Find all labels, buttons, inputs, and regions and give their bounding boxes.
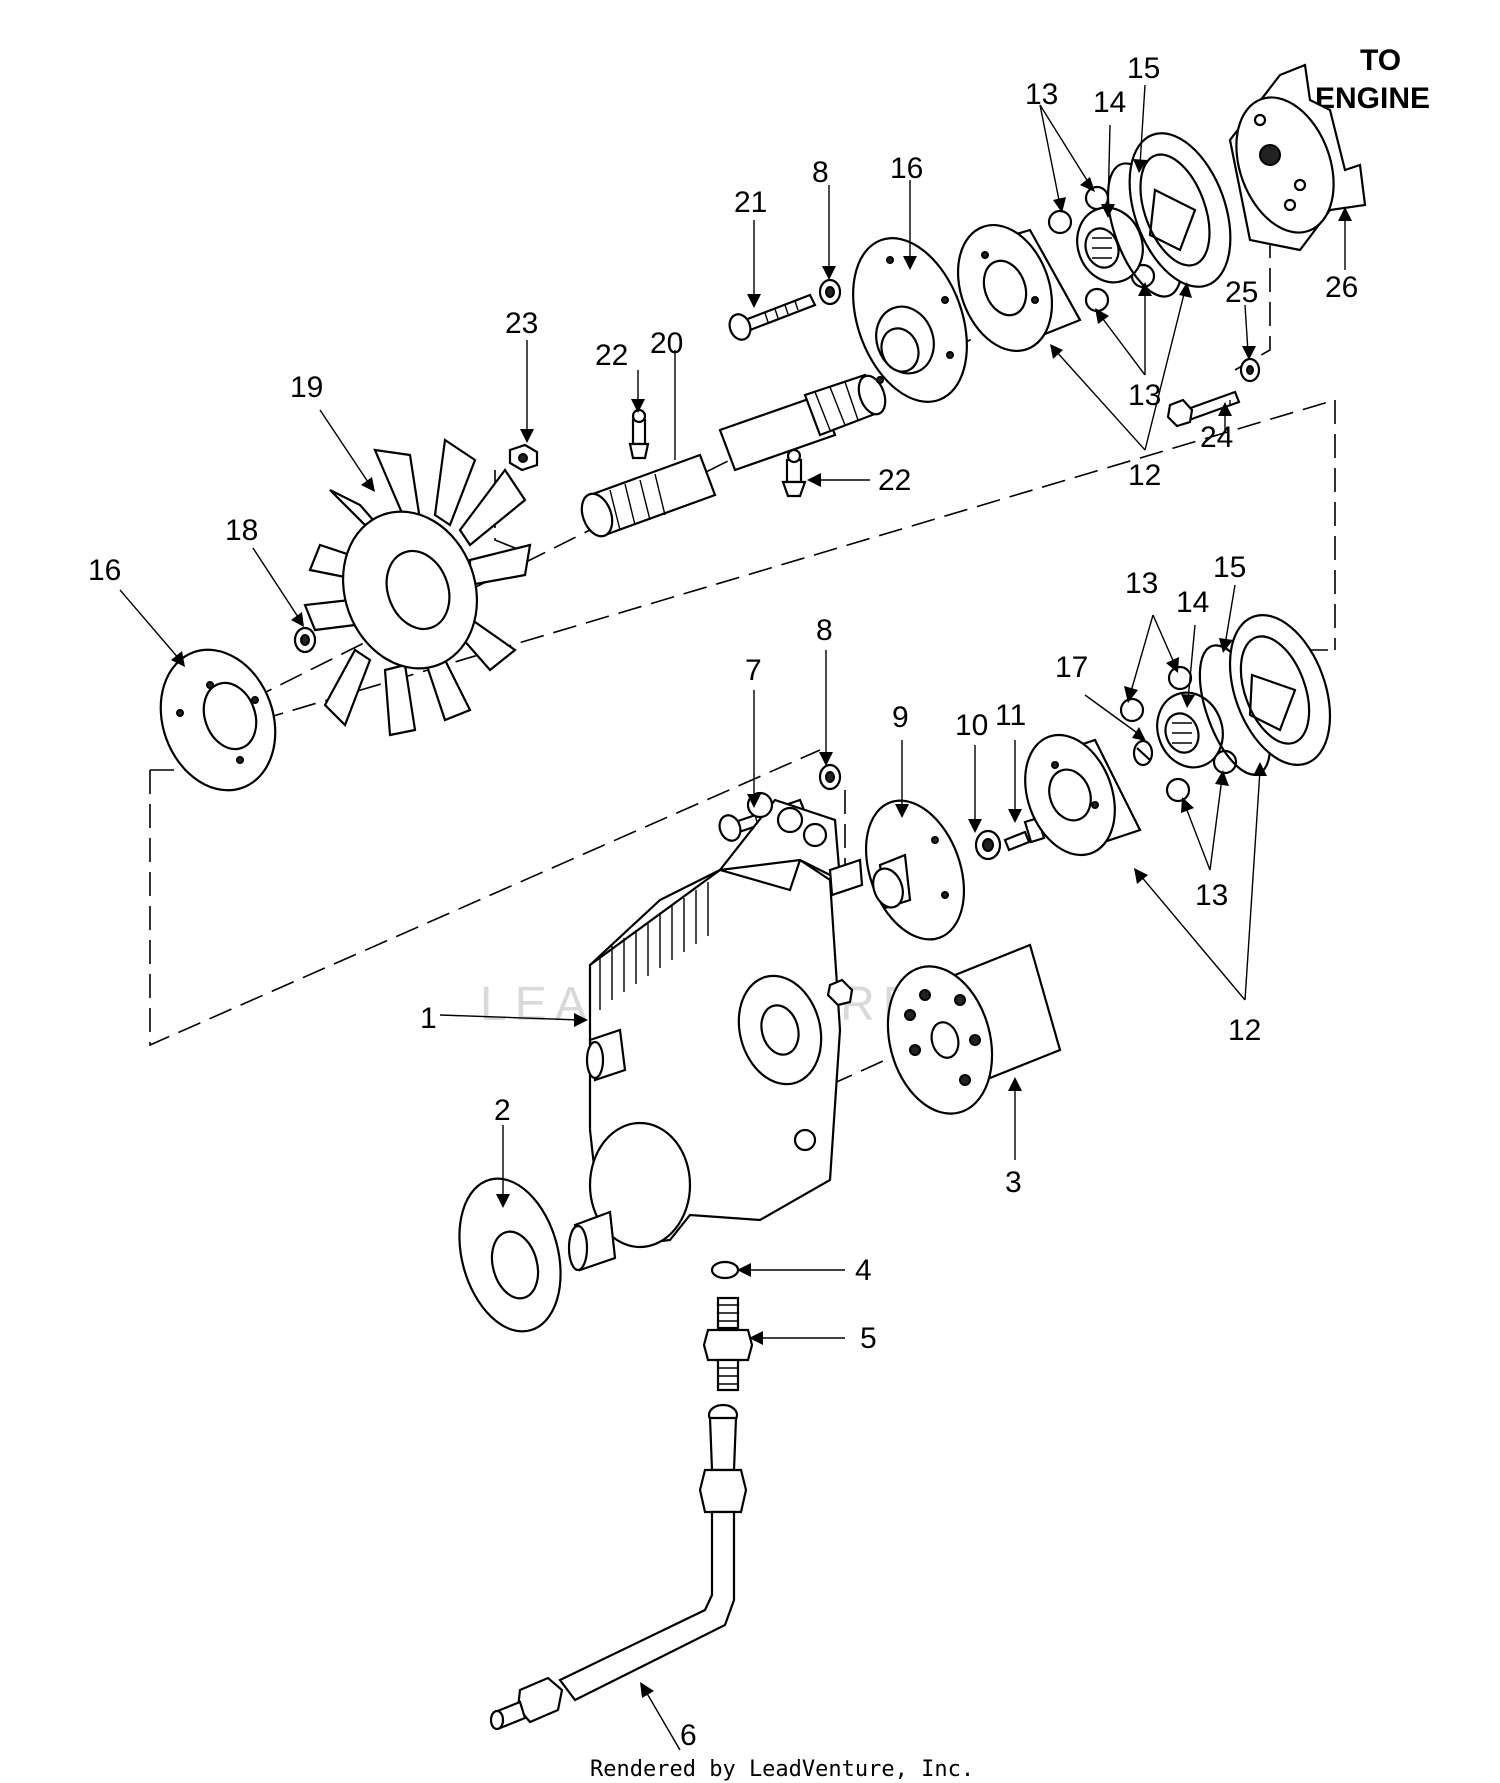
callout-4: 4 bbox=[855, 1254, 872, 1287]
callout-16-left: 16 bbox=[88, 554, 121, 587]
o-ring-4 bbox=[710, 1260, 740, 1280]
callout-17: 17 bbox=[1055, 651, 1088, 684]
callout-16-upper: 16 bbox=[890, 152, 923, 185]
callout-20: 20 bbox=[650, 327, 683, 360]
callout-15-lower: 15 bbox=[1213, 551, 1246, 584]
washer-8-upper bbox=[818, 278, 842, 306]
callout-2: 2 bbox=[494, 1094, 511, 1127]
callout-23: 23 bbox=[505, 307, 538, 340]
callout-13-upper-top: 13 bbox=[1025, 78, 1058, 111]
callout-15-upper: 15 bbox=[1127, 52, 1160, 85]
fitting-5 bbox=[702, 1296, 754, 1392]
callout-labels: 1 2 3 4 5 6 7 8 8 9 10 11 12 12 13 13 13… bbox=[88, 52, 1358, 1355]
callout-6-visible: 6 bbox=[680, 1719, 697, 1752]
title-to: TO bbox=[1360, 44, 1401, 77]
callout-24: 24 bbox=[1200, 421, 1233, 454]
bolt-24 bbox=[1166, 390, 1241, 428]
seal-2 bbox=[458, 1177, 562, 1333]
callout-5: 5 bbox=[860, 1322, 877, 1355]
callout-11: 11 bbox=[995, 699, 1026, 732]
engine-adapter-26 bbox=[1228, 63, 1367, 252]
callout-13-lower-top: 13 bbox=[1125, 567, 1158, 600]
coupling-12-upper bbox=[956, 223, 1082, 353]
cup-12-lower bbox=[1228, 614, 1332, 766]
callout-8-lower: 8 bbox=[816, 614, 833, 647]
clip-17 bbox=[1132, 739, 1154, 767]
cup-12-upper bbox=[1128, 132, 1232, 288]
callout-3: 3 bbox=[1005, 1166, 1022, 1199]
callout-9: 9 bbox=[892, 701, 909, 734]
leader-lines bbox=[119, 84, 1352, 1751]
callout-12-lower: 12 bbox=[1228, 1014, 1261, 1047]
grease-fitting-22-lower bbox=[781, 448, 807, 498]
callout-22-upper: 22 bbox=[595, 339, 628, 372]
shaft-20 bbox=[580, 373, 887, 538]
callout-22-lower: 22 bbox=[878, 464, 911, 497]
callout-26: 26 bbox=[1325, 271, 1358, 304]
callout-8-upper: 8 bbox=[812, 156, 829, 189]
callout-13-upper-bottom: 13 bbox=[1128, 379, 1161, 412]
nut-23 bbox=[508, 443, 539, 472]
fan-19 bbox=[303, 438, 532, 737]
washer-25 bbox=[1239, 357, 1261, 383]
flange-16-upper bbox=[852, 237, 968, 403]
callout-10: 10 bbox=[955, 709, 988, 742]
flange-16-left bbox=[159, 648, 277, 792]
title-engine: ENGINE bbox=[1315, 82, 1430, 115]
transmission-housing-1 bbox=[567, 791, 864, 1272]
grease-fitting-22-upper bbox=[628, 408, 650, 460]
tube-6 bbox=[489, 1403, 748, 1731]
footer-credit: Rendered by LeadVenture, Inc. bbox=[590, 1757, 974, 1782]
callout-14-lower: 14 bbox=[1176, 586, 1209, 619]
callout-18: 18 bbox=[225, 514, 258, 547]
balls-13-lower bbox=[1119, 665, 1238, 803]
filter-3 bbox=[886, 943, 1062, 1115]
callout-19: 19 bbox=[290, 371, 323, 404]
balls-13-upper bbox=[1047, 185, 1156, 313]
callout-21: 21 bbox=[734, 186, 767, 219]
washer-8-lower bbox=[818, 763, 842, 791]
callout-7: 7 bbox=[745, 654, 762, 687]
coupling-12-lower bbox=[1024, 733, 1142, 857]
washer-10 bbox=[974, 829, 1002, 861]
washer-18 bbox=[293, 626, 317, 654]
callout-1: 1 bbox=[420, 1002, 437, 1035]
hub-9 bbox=[864, 799, 966, 941]
bolt-21 bbox=[728, 293, 817, 341]
callout-12-upper: 12 bbox=[1128, 459, 1161, 492]
callout-25: 25 bbox=[1225, 276, 1258, 309]
callout-13-lower-bottom: 13 bbox=[1195, 879, 1228, 912]
callout-14-upper: 14 bbox=[1093, 86, 1126, 119]
